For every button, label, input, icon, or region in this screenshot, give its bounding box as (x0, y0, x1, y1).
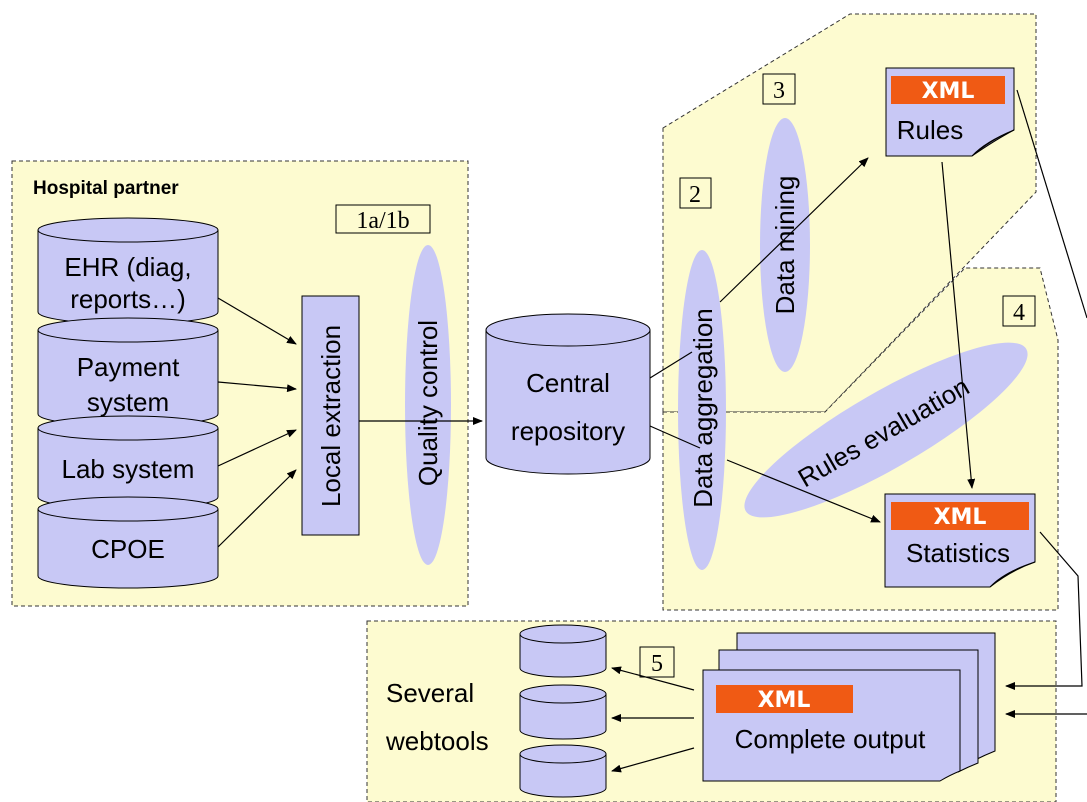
local-extraction-box (301, 295, 360, 536)
local-extraction-label: Local extraction (316, 325, 346, 507)
complete-output-xml-badge: XML (758, 688, 811, 713)
quality-control-ellipse (405, 245, 451, 565)
webtools-line2: webtools (385, 726, 489, 756)
step-label-3: 3 (773, 78, 785, 104)
flow-arrows (217, 89, 1087, 773)
data-mining-ellipse (760, 118, 810, 372)
step-box-3 (762, 73, 796, 105)
rules-xml-badge: XML (922, 79, 975, 104)
step-label-2: 2 (689, 182, 701, 208)
step-box-5 (639, 646, 675, 678)
complete-output-documents: XML Complete output (702, 632, 996, 782)
webtools-line1: Several (386, 678, 474, 708)
source-db-ehr: EHR (diag, reports…) (37, 217, 219, 325)
source-db-payment-line2: system (87, 387, 169, 417)
step-box-2 (679, 177, 712, 209)
source-db-payment-line1: Payment (77, 352, 180, 382)
step-box-4 (1002, 295, 1036, 327)
webtool-db-1 (519, 624, 607, 678)
webtool-db-3 (519, 744, 607, 798)
step-box-1 (335, 204, 431, 234)
central-repository: Central repository (485, 313, 651, 475)
statistics-xml-document: XML Statistics (884, 493, 1036, 588)
complete-output-label: Complete output (735, 724, 927, 754)
data-aggregation-label: Data aggregation (688, 308, 718, 507)
webtool-db-2 (519, 684, 607, 740)
rules-evaluation-ellipse (744, 342, 1028, 518)
source-db-lab-label: Lab system (62, 454, 195, 484)
statistics-xml-badge: XML (934, 505, 987, 530)
source-db-ehr-line1: EHR (diag, (64, 252, 191, 282)
step-label-1: 1a/1b (356, 208, 409, 234)
source-db-cpoe-label: CPOE (91, 534, 165, 564)
source-db-lab: Lab system (37, 415, 219, 510)
central-repository-line1: Central (526, 368, 610, 398)
rules-label: Rules (897, 115, 963, 145)
hospital-partner-title: Hospital partner (33, 178, 179, 199)
source-db-ehr-line2: reports…) (70, 284, 186, 314)
data-aggregation-ellipse (678, 250, 726, 570)
rules-xml-document: XML Rules (885, 67, 1015, 157)
quality-control-label: Quality control (413, 320, 443, 486)
source-db-cpoe: CPOE (37, 496, 219, 589)
data-mining-label: Data mining (770, 176, 800, 315)
statistics-label: Statistics (906, 538, 1010, 568)
step-label-5: 5 (651, 651, 663, 677)
source-db-payment: Payment system (37, 317, 219, 427)
step-label-4: 4 (1013, 300, 1025, 326)
central-repository-line2: repository (511, 416, 625, 446)
